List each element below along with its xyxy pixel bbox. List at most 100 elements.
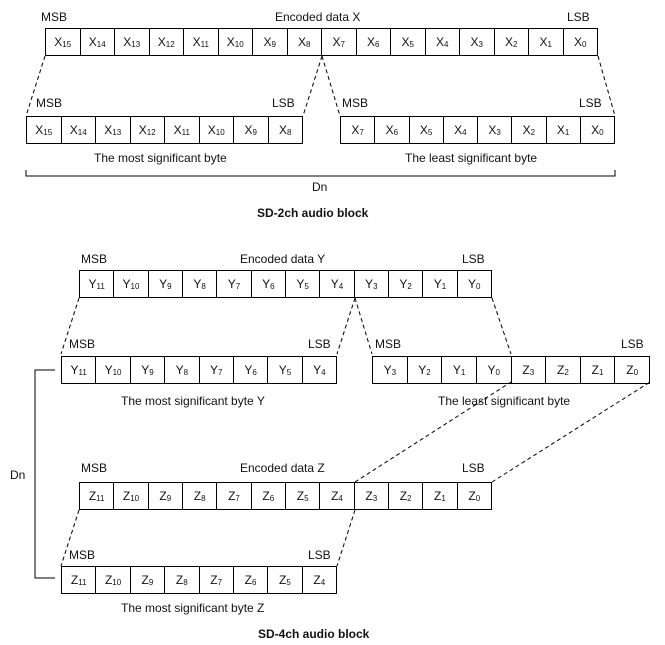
bit-index: 5 (304, 281, 309, 291)
bit-letter: X (35, 123, 44, 137)
bit-letter: Y (104, 363, 113, 377)
bit-index: 3 (373, 281, 378, 291)
x-lsb-right-dash (597, 55, 616, 117)
bit-letter: Z (193, 489, 202, 503)
bit-letter: Y (209, 363, 218, 377)
bit-letter: X (401, 35, 410, 49)
bit-letter: X (244, 123, 253, 137)
bit-letter: Y (418, 363, 427, 377)
bit-index: 10 (112, 367, 122, 377)
bit-index: 15 (62, 39, 72, 49)
z-msb-right-dash (336, 509, 356, 567)
bit-letter: Z (159, 489, 167, 503)
yz-lsb-lsb-label: LSB (621, 337, 644, 351)
bit-index: 3 (496, 127, 501, 137)
z-msb-lsb-label: LSB (308, 548, 331, 562)
bit-index: 11 (96, 493, 105, 503)
bit-index: 11 (181, 127, 190, 137)
most-significant-byte-z-label: The most significant byte Z (121, 601, 265, 615)
bit-letter: X (522, 123, 531, 137)
bit-letter: Z (175, 573, 184, 587)
bit-letter: Y (399, 277, 408, 291)
least-significant-byte-4ch-label: The least significant byte (438, 394, 571, 408)
bit-letter: Y (227, 277, 236, 291)
bit-index: 10 (130, 281, 140, 291)
z-msb-msb-label: MSB (69, 548, 96, 562)
bit-letter: Z (70, 573, 79, 587)
bit-index: 9 (149, 367, 154, 377)
bit-index: 0 (495, 367, 500, 377)
bit-index: 4 (444, 39, 449, 49)
x-full-msb-label: MSB (41, 10, 68, 24)
bit-index: 0 (633, 367, 639, 377)
x-lsb-left-dash (321, 55, 341, 117)
bit-letter: X (207, 123, 216, 137)
bit-letter: Y (88, 277, 97, 291)
bit-index: 3 (478, 39, 483, 49)
y-lsb-left-dash (354, 297, 373, 355)
bit-index: 5 (286, 577, 291, 587)
bit-index: 10 (112, 577, 122, 587)
sd-2ch-title: SD-2ch audio block (257, 206, 369, 220)
bit-index: 11 (78, 367, 87, 377)
bit-index: 9 (271, 39, 276, 49)
bit-index: 6 (269, 493, 275, 503)
bit-index: 2 (407, 281, 412, 291)
bit-index: 8 (201, 493, 206, 503)
bit-letter: Z (365, 489, 373, 503)
bit-index: 10 (130, 493, 140, 503)
bit-index: 0 (599, 127, 604, 137)
bit-index: 4 (320, 577, 326, 587)
y-full-msb-label: MSB (81, 252, 108, 266)
bit-letter: Y (159, 277, 168, 291)
bit-index: 11 (200, 39, 209, 49)
bit-letter: X (591, 123, 600, 137)
z-msb-left-dash (60, 509, 80, 567)
bit-letter: X (436, 35, 445, 49)
x-msb-lsb-label: LSB (272, 96, 295, 110)
bit-index: 1 (547, 39, 552, 49)
bit-letter: X (367, 35, 376, 49)
bit-letter: Y (313, 363, 322, 377)
bit-letter: Y (141, 363, 150, 377)
bit-index: 4 (462, 127, 467, 137)
most-significant-byte-label: The most significant byte (94, 151, 227, 165)
x-msb-right-dash (302, 55, 323, 117)
bit-index: 3 (391, 367, 397, 377)
bit-index: 4 (338, 493, 343, 503)
bit-letter: Y (122, 277, 131, 291)
bit-letter: Z (399, 489, 408, 503)
bit-index: 7 (235, 493, 240, 503)
bit-letter: X (454, 123, 463, 137)
bit-index: 8 (201, 281, 206, 291)
bit-letter: Z (313, 573, 321, 587)
bit-letter: X (54, 35, 63, 49)
bit-letter: X (69, 123, 78, 137)
bit-index: 3 (529, 367, 535, 377)
